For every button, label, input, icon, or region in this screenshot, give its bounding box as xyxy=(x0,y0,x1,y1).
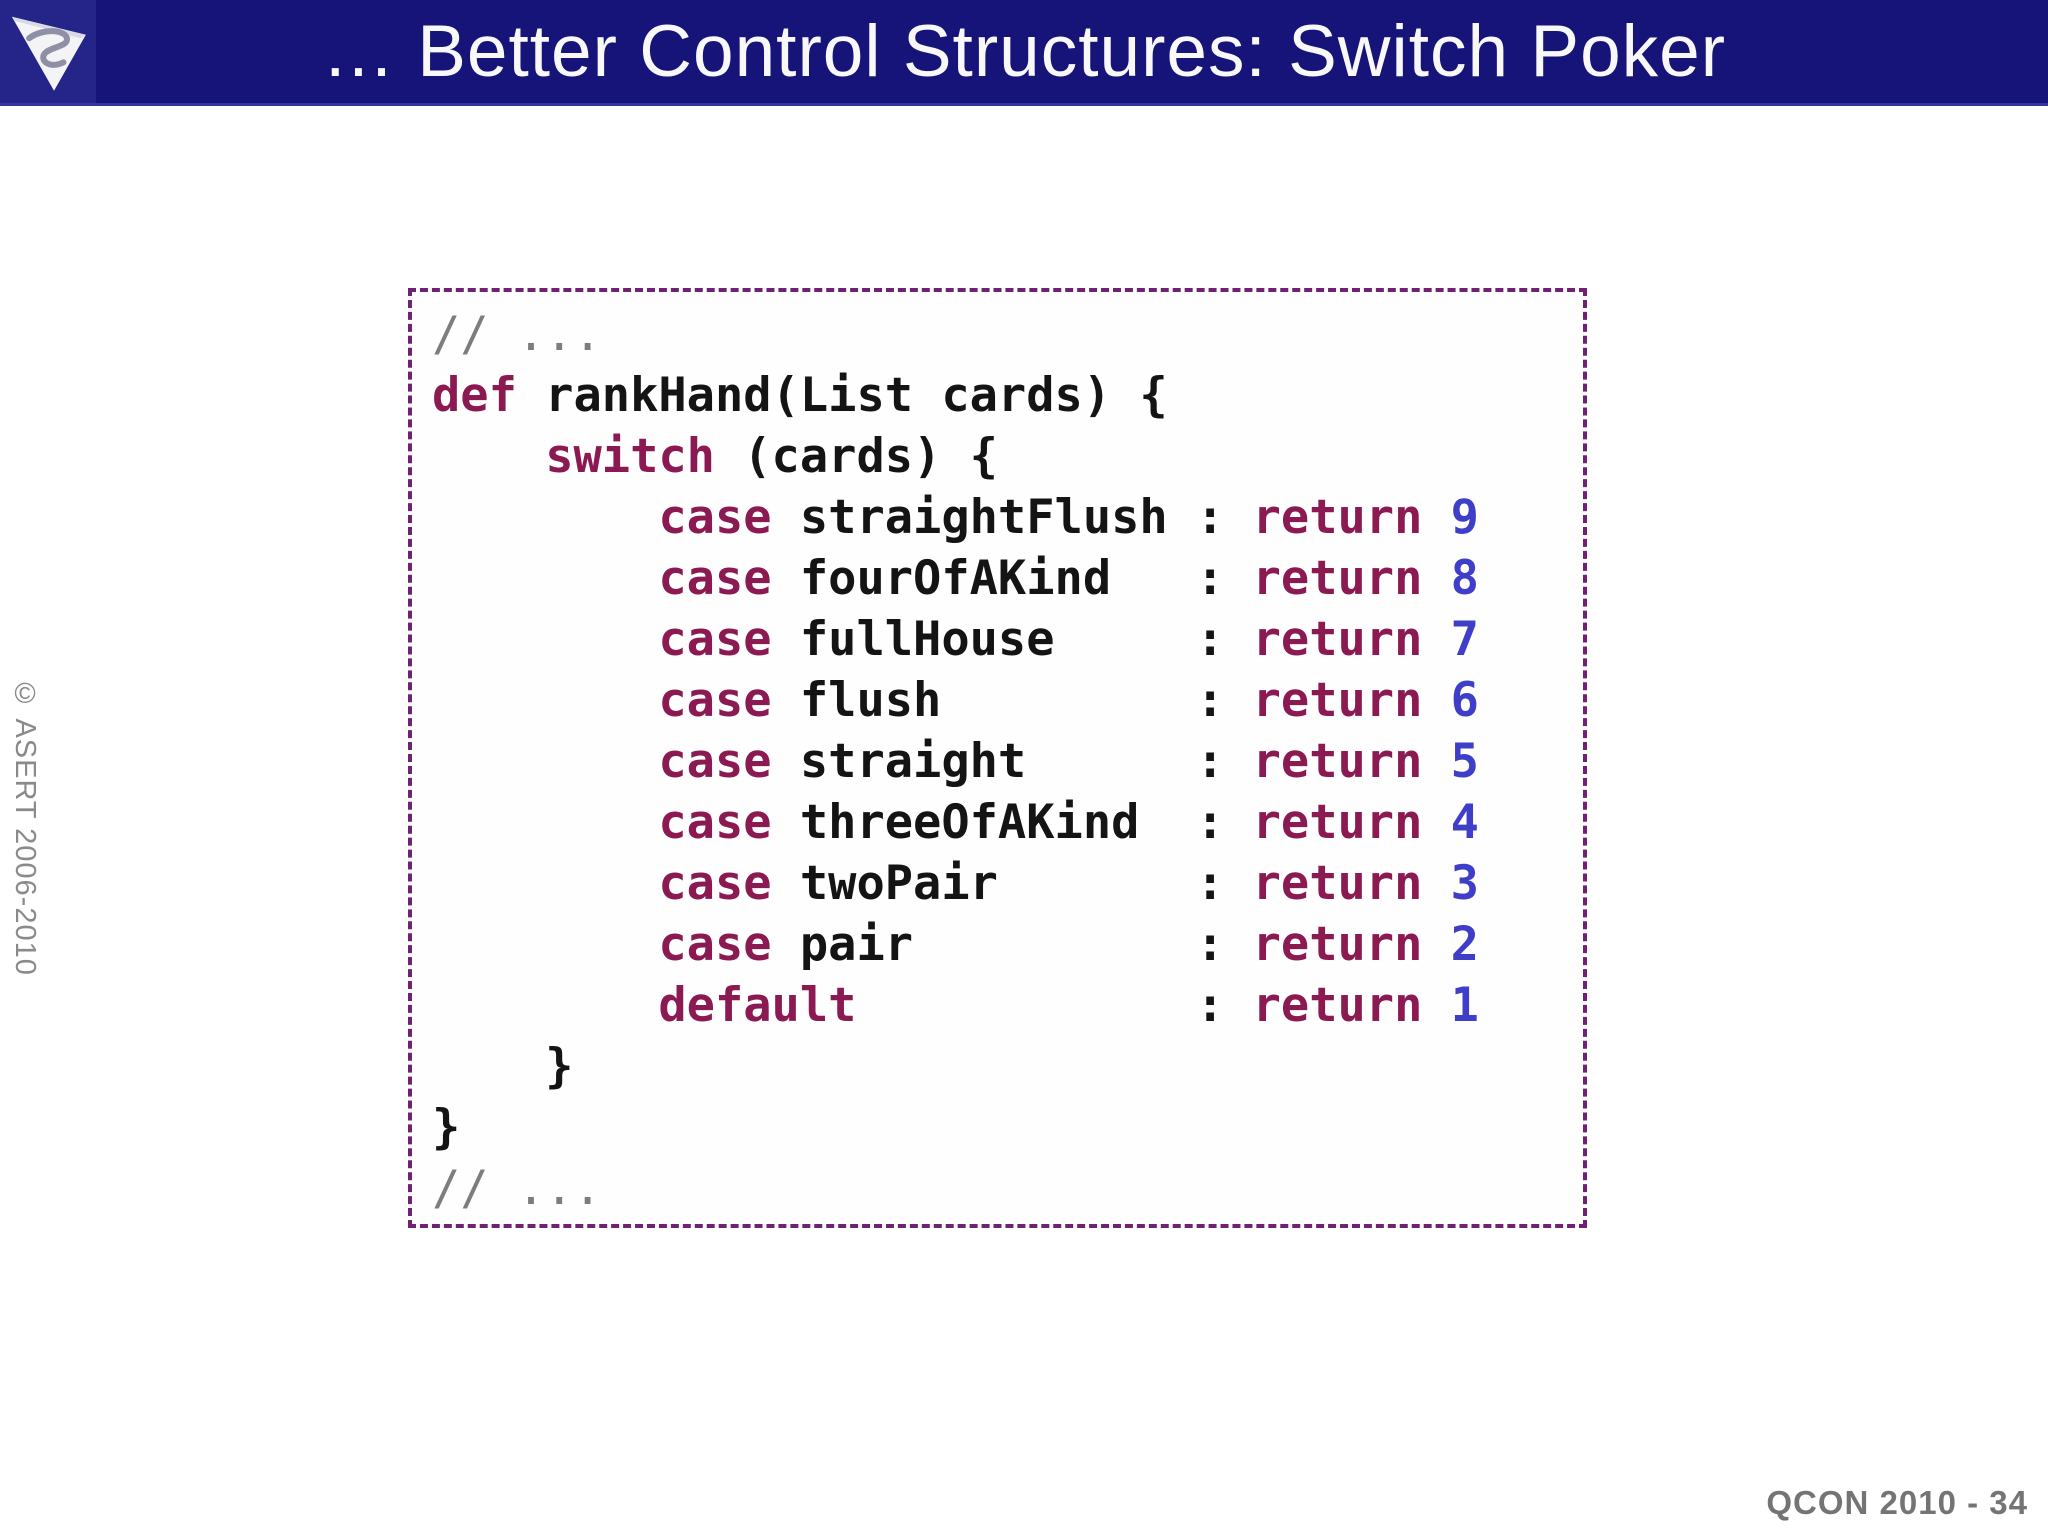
code-comment: // ... xyxy=(432,307,602,362)
code-block: // ... def rankHand(List cards) { switch… xyxy=(408,288,1587,1228)
code-number: 2 xyxy=(1422,917,1479,972)
code-keyword: return xyxy=(1252,856,1423,911)
code-number: 9 xyxy=(1422,490,1479,545)
code-indent xyxy=(432,490,658,545)
code-number: 1 xyxy=(1422,978,1479,1033)
code-indent xyxy=(432,917,658,972)
code-comment: // ... xyxy=(432,1161,602,1216)
code-text: straightFlush : xyxy=(771,490,1253,545)
code-keyword: case xyxy=(658,856,772,911)
code-text: fourOfAKind : xyxy=(771,551,1253,606)
code-keyword: case xyxy=(658,734,772,789)
code-keyword: case xyxy=(658,612,772,667)
code-line: case straightFlush : return 9 xyxy=(432,487,1583,548)
copyright-text: © ASERT 2006-2010 xyxy=(9,678,41,976)
code-line: case straight : return 5 xyxy=(432,731,1583,792)
code-line: case fourOfAKind : return 8 xyxy=(432,548,1583,609)
code-keyword: case xyxy=(658,490,772,545)
code-indent xyxy=(432,612,658,667)
code-line: case threeOfAKind : return 4 xyxy=(432,792,1583,853)
code-indent xyxy=(432,978,658,1033)
asert-logo xyxy=(0,0,96,103)
code-number: 7 xyxy=(1422,612,1479,667)
code-line: case twoPair : return 3 xyxy=(432,853,1583,914)
code-indent xyxy=(432,795,658,850)
code-number: 8 xyxy=(1422,551,1479,606)
code-number: 4 xyxy=(1422,795,1479,850)
code-keyword: case xyxy=(658,551,772,606)
code-text: (cards) { xyxy=(714,429,998,484)
code-keyword: switch xyxy=(545,429,715,484)
code-line: case flush : return 6 xyxy=(432,670,1583,731)
code-keyword: case xyxy=(658,795,772,850)
code-keyword: return xyxy=(1252,551,1423,606)
code-text: } xyxy=(432,1100,461,1155)
code-line: } xyxy=(432,1036,1583,1097)
code-text: fullHouse : xyxy=(771,612,1253,667)
code-line: default : return 1 xyxy=(432,975,1583,1036)
code-keyword: return xyxy=(1252,490,1423,545)
code-indent xyxy=(432,551,658,606)
code-indent xyxy=(432,429,545,484)
code-line: // ... xyxy=(432,304,1583,365)
code-line: switch (cards) { xyxy=(432,426,1583,487)
code-number: 5 xyxy=(1422,734,1479,789)
code-keyword: default xyxy=(658,978,857,1033)
code-number: 3 xyxy=(1422,856,1479,911)
code-text: : xyxy=(856,978,1253,1033)
code-text: flush : xyxy=(771,673,1253,728)
asert-triangle-s-logo-icon xyxy=(11,16,86,91)
code-keyword: return xyxy=(1252,612,1423,667)
code-keyword: return xyxy=(1252,734,1423,789)
code-line: case fullHouse : return 7 xyxy=(432,609,1583,670)
code-indent xyxy=(432,856,658,911)
code-indent xyxy=(432,734,658,789)
slide-page-number: QCON 2010 - 34 xyxy=(1766,1484,2028,1521)
code-keyword: def xyxy=(432,368,517,423)
code-text: pair : xyxy=(771,917,1253,972)
code-number: 6 xyxy=(1422,673,1479,728)
header-bar: … Better Control Structures: Switch Poke… xyxy=(0,0,2048,106)
code-keyword: return xyxy=(1252,673,1423,728)
code-keyword: return xyxy=(1252,795,1423,850)
code-indent xyxy=(432,673,658,728)
code-keyword: case xyxy=(658,917,772,972)
code-line: // ... xyxy=(432,1158,1583,1219)
code-line: def rankHand(List cards) { xyxy=(432,365,1583,426)
code-text: twoPair : xyxy=(771,856,1253,911)
code-text: threeOfAKind : xyxy=(771,795,1253,850)
code-line: } xyxy=(432,1097,1583,1158)
page-title: … Better Control Structures: Switch Poke… xyxy=(321,11,1727,92)
code-keyword: case xyxy=(658,673,772,728)
code-keyword: return xyxy=(1252,978,1423,1033)
code-text: rankHand(List cards) { xyxy=(516,368,1168,423)
code-keyword: return xyxy=(1252,917,1423,972)
code-line: case pair : return 2 xyxy=(432,914,1583,975)
code-text: straight : xyxy=(771,734,1253,789)
code-text: } xyxy=(432,1039,574,1094)
